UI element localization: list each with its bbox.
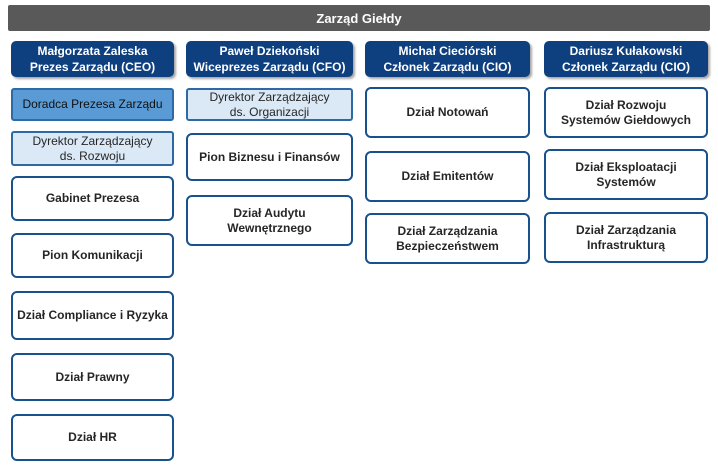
head-cio-2-role: Członek Zarządu (CIO) bbox=[561, 60, 690, 74]
board-title-bar: Zarząd Giełdy bbox=[8, 5, 710, 31]
unit-systems-operation: Dział Eksploatacji Systemów bbox=[544, 149, 708, 200]
unit-ceo-office: Gabinet Prezesa bbox=[11, 176, 174, 221]
unit-security-management: Dział Zarządzania Bezpieczeństwem bbox=[365, 213, 530, 264]
unit-md-development: Dyrektor Zarządzający ds. Rozwoju bbox=[11, 131, 174, 166]
unit-communication: Pion Komunikacji bbox=[11, 233, 174, 278]
board-title: Zarząd Giełdy bbox=[316, 10, 402, 26]
unit-internal-audit: Dział Audytu Wewnętrznego bbox=[186, 195, 353, 246]
unit-issuers: Dział Emitentów bbox=[365, 151, 530, 202]
unit-business-finance: Pion Biznesu i Finansów bbox=[186, 133, 353, 181]
head-cio-2-name: Dariusz Kułakowski bbox=[569, 44, 683, 58]
head-ceo-role: Prezes Zarządu (CEO) bbox=[29, 60, 156, 74]
unit-trading-systems-development: Dział Rozwoju Systemów Giełdowych bbox=[544, 87, 708, 138]
head-cio-1-role: Członek Zarządu (CIO) bbox=[383, 60, 512, 74]
head-ceo-name: Małgorzata Zaleska bbox=[37, 44, 148, 58]
unit-md-organization: Dyrektor Zarządzający ds. Organizacji bbox=[186, 88, 353, 121]
unit-advisor-to-ceo: Doradca Prezesa Zarządu bbox=[11, 88, 174, 121]
head-cfo-role: Wiceprezes Zarządu (CFO) bbox=[193, 60, 346, 74]
head-cfo-name: Paweł Dziekoński bbox=[219, 44, 320, 58]
unit-quotations: Dział Notowań bbox=[365, 87, 530, 138]
head-cio-1-name: Michał Cieciórski bbox=[398, 44, 497, 58]
unit-infrastructure-management: Dział Zarządzania Infrastrukturą bbox=[544, 212, 708, 263]
unit-hr: Dział HR bbox=[11, 414, 174, 461]
unit-compliance-risk: Dział Compliance i Ryzyka bbox=[11, 291, 174, 340]
unit-legal: Dział Prawny bbox=[11, 353, 174, 401]
